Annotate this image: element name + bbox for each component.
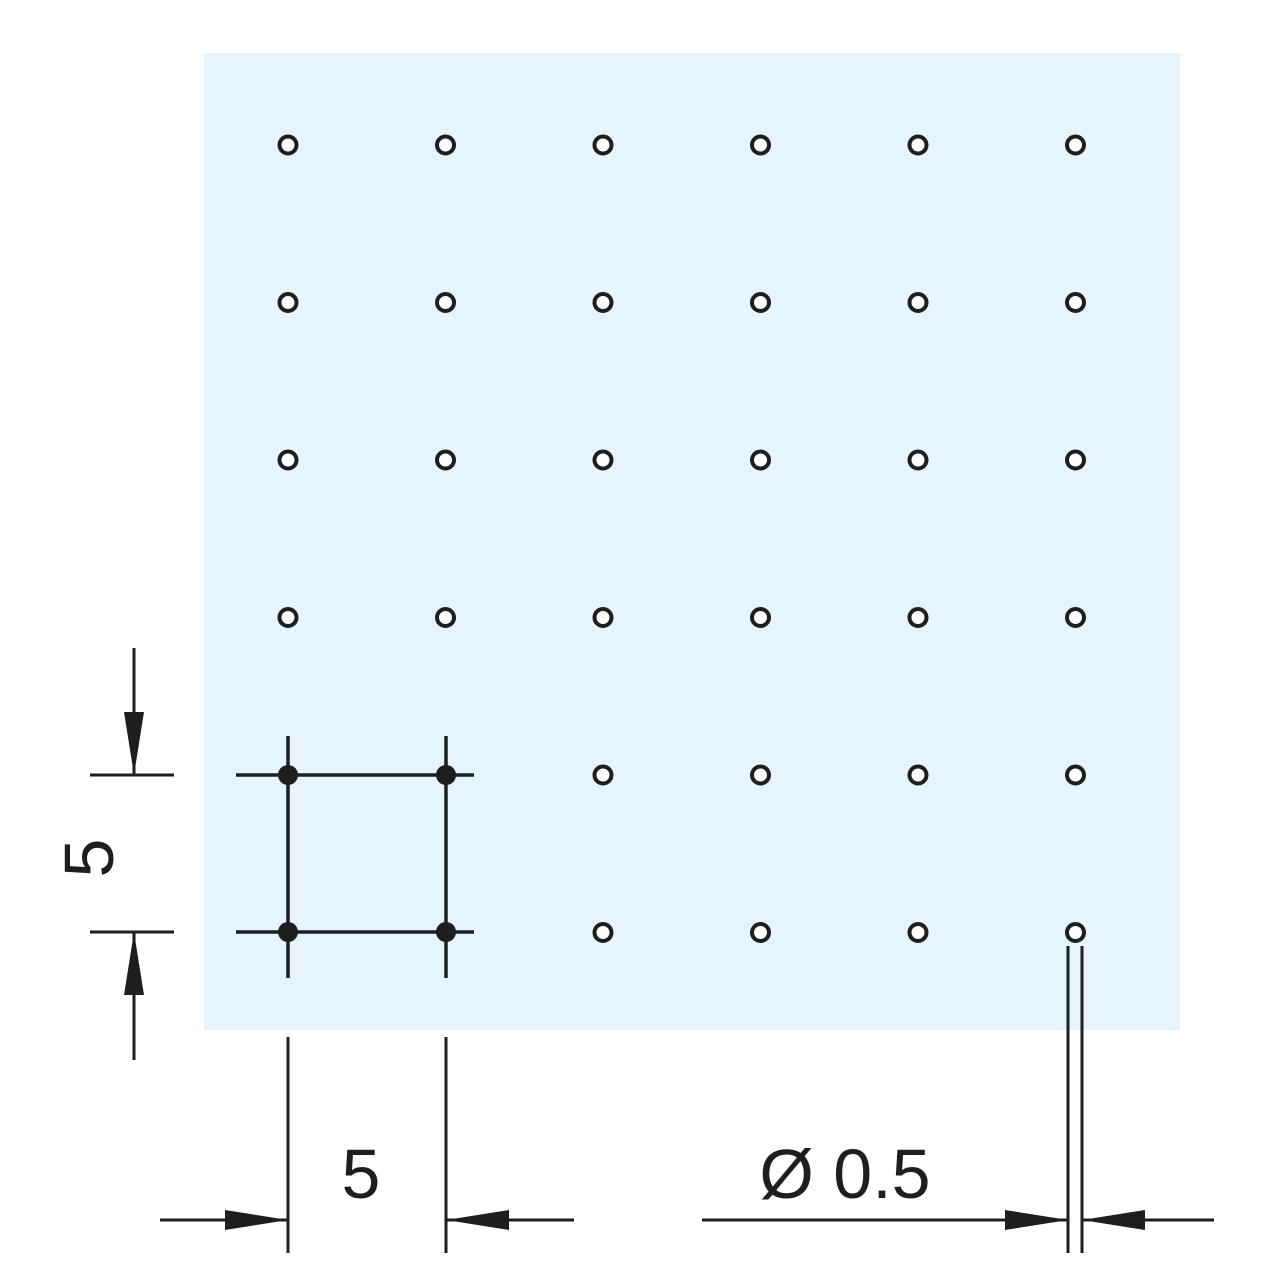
arrow-left-icon [1082,1210,1145,1230]
hole [1065,607,1086,628]
horizontal-pitch-label: 5 [342,1135,381,1213]
hole [750,292,771,313]
hole [907,922,929,943]
hole-diameter-dimension: Ø 0.5 [702,946,1214,1253]
hole-grid [277,134,1086,943]
arrow-up-icon [124,932,144,995]
hole [435,292,456,313]
hole [1065,134,1086,156]
hole [750,134,771,156]
hole [907,134,929,156]
reference-node [436,922,456,942]
plate-area [204,53,1180,1030]
reference-node [278,765,298,785]
hole [592,607,614,628]
hole [592,134,614,156]
hole [907,292,929,313]
hole [750,764,771,786]
hole [435,134,456,156]
vertical-pitch-dimension: 5 [50,648,174,1060]
arrow-down-icon [124,712,144,775]
hole [1065,292,1086,313]
hole [277,449,299,471]
hole [750,449,771,471]
hole [907,764,929,786]
hole [435,607,456,628]
vertical-pitch-label: 5 [50,839,128,878]
hole [277,607,299,628]
reference-node [436,765,456,785]
hole [277,292,299,313]
hole [592,764,614,786]
hole [750,922,771,943]
reference-node [278,922,298,942]
horizontal-pitch-dimension: 5 [160,1037,574,1253]
hole [907,449,929,471]
hole [1065,764,1086,786]
hole [1065,922,1086,943]
hole [592,292,614,313]
arrow-right-icon [1005,1210,1068,1230]
pitch-reference-square [236,736,474,978]
arrow-right-icon [225,1210,288,1230]
hole [907,607,929,628]
hole [1065,449,1086,471]
hole [277,134,299,156]
hole [435,449,456,471]
arrow-left-icon [446,1210,509,1230]
hole [592,922,614,943]
hole [592,449,614,471]
hole [750,607,771,628]
hole-diameter-label: Ø 0.5 [759,1135,930,1213]
